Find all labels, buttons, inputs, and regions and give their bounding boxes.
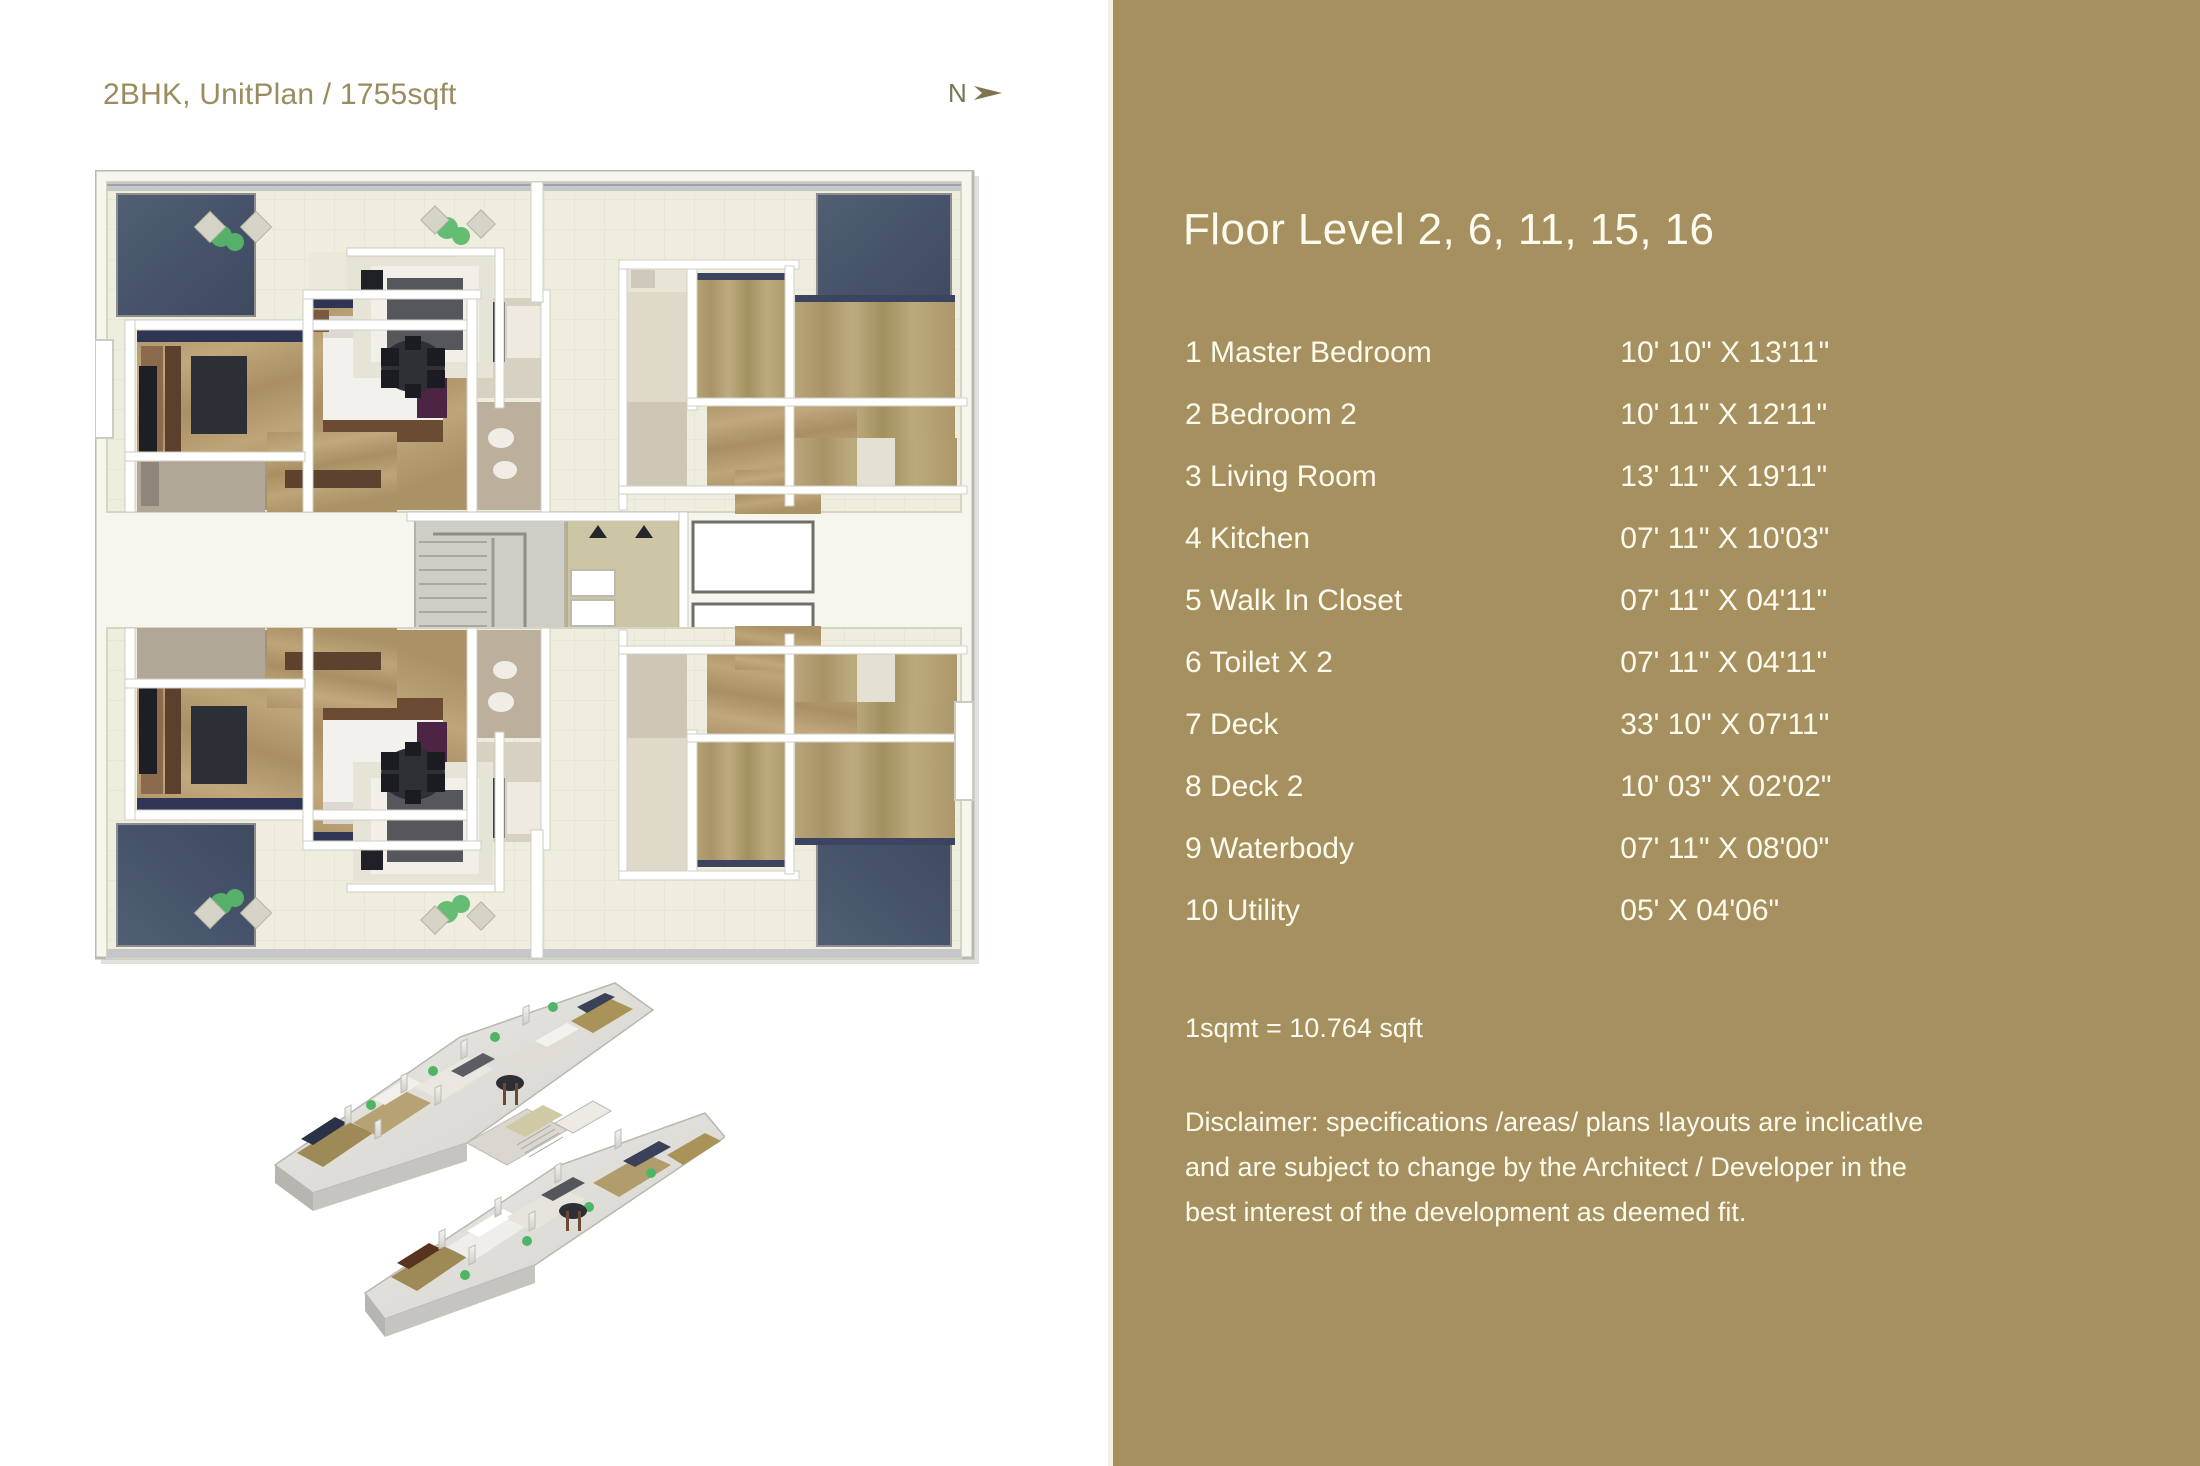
room-label: 5 Walk In Closet xyxy=(1185,584,1403,617)
table-row: 10 Utility 05' X 04'06" xyxy=(1185,880,2025,942)
room-dimensions: 33' 10" X 07'11" xyxy=(1620,708,1830,741)
panel-divider xyxy=(1108,0,1113,1466)
table-row: 7 Deck 33' 10" X 07'11" xyxy=(1185,694,2025,756)
north-arrow-icon xyxy=(972,83,1006,103)
disclaimer-line: best interest of the development as deem… xyxy=(1185,1197,1747,1227)
room-label: 1 Master Bedroom xyxy=(1185,336,1432,369)
room-dimensions: 05' X 04'06" xyxy=(1620,894,1780,927)
room-label: 10 Utility xyxy=(1185,894,1301,927)
table-row: 1 Master Bedroom 10' 10" X 13'11" xyxy=(1185,322,2025,384)
table-row: 4 Kitchen 07' 11" X 10'03" xyxy=(1185,508,2025,570)
room-dimensions: 07' 11" X 04'11" xyxy=(1620,646,1828,679)
room-dimensions: 13' 11" X 19'11" xyxy=(1620,460,1828,493)
room-dimensions: 07' 11" X 04'11" xyxy=(1620,584,1828,617)
table-row: 3 Living Room 13' 11" X 19'11" xyxy=(1185,446,2025,508)
table-row: 8 Deck 2 10' 03" X 02'02" xyxy=(1185,756,2025,818)
room-dimensions: 07' 11" X 08'00" xyxy=(1620,832,1830,865)
table-row: 9 Waterbody 07' 11" X 08'00" xyxy=(1185,818,2025,880)
room-dimensions: 10' 03" X 02'02" xyxy=(1620,770,1832,803)
room-label: 7 Deck xyxy=(1185,708,1279,741)
north-label: N xyxy=(948,78,967,108)
table-row: 5 Walk In Closet 07' 11" X 04'11" xyxy=(1185,570,2025,632)
floor-plan-drawing xyxy=(95,170,985,970)
room-label: 8 Deck 2 xyxy=(1185,770,1304,803)
unit-conversion-note: 1sqmt = 10.764 sqft xyxy=(1185,1013,1423,1043)
isometric-3d-view xyxy=(255,975,725,1375)
room-dimensions: 10' 11" X 12'11" xyxy=(1620,398,1828,431)
room-label: 3 Living Room xyxy=(1185,460,1377,493)
specifications-panel: Floor Level 2, 6, 11, 15, 16 1 Master Be… xyxy=(1113,0,2200,1466)
disclaimer-line: Disclaimer: specifications /areas/ plans… xyxy=(1185,1107,1924,1137)
room-label: 6 Toilet X 2 xyxy=(1185,646,1333,679)
north-indicator: N xyxy=(948,80,1006,106)
room-label: 9 Waterbody xyxy=(1185,832,1354,865)
disclaimer-text: Disclaimer: specifications /areas/ plans… xyxy=(1185,1100,2185,1235)
room-dimensions: 10' 10" X 13'11" xyxy=(1620,336,1830,369)
disclaimer-line: and are subject to change by the Archite… xyxy=(1185,1152,1907,1182)
room-label: 4 Kitchen xyxy=(1185,522,1311,555)
table-row: 6 Toilet X 2 07' 11" X 04'11" xyxy=(1185,632,2025,694)
room-label: 2 Bedroom 2 xyxy=(1185,398,1357,431)
floor-level-title: Floor Level 2, 6, 11, 15, 16 xyxy=(1183,205,1715,254)
table-row: 2 Bedroom 2 10' 11" X 12'11" xyxy=(1185,384,2025,446)
page-title: 2BHK, UnitPlan / 1755sqft xyxy=(103,78,457,111)
left-panel: 2BHK, UnitPlan / 1755sqft N xyxy=(95,78,1006,1375)
room-schedule-table: 1 Master Bedroom 10' 10" X 13'11" 2 Bedr… xyxy=(1185,322,2025,942)
room-dimensions: 07' 11" X 10'03" xyxy=(1620,522,1830,555)
